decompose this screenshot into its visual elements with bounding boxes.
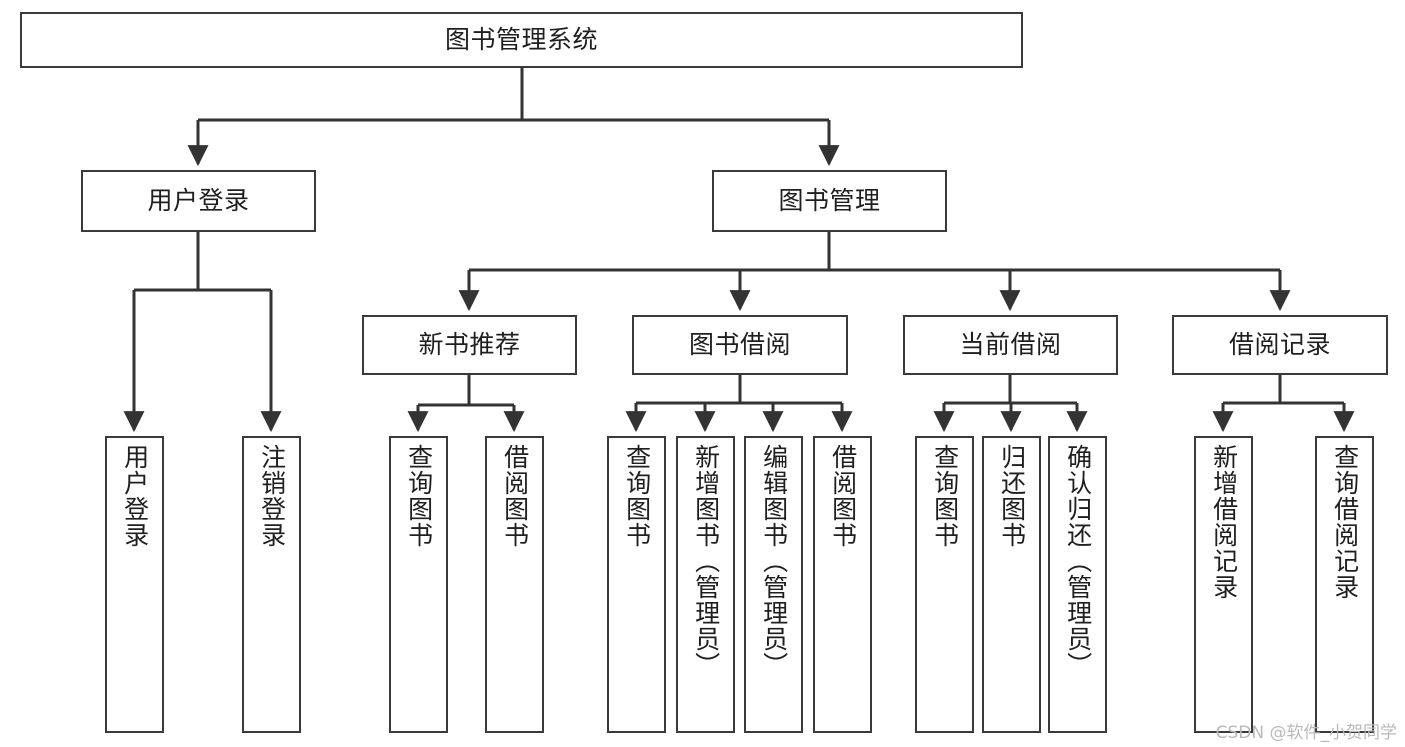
node-label: 用户登录	[120, 444, 150, 548]
leaf-book-borrow-borrow-book[interactable]: 借阅图书	[813, 436, 872, 733]
node-root-book-management-system[interactable]: 图书管理系统	[20, 12, 1023, 68]
node-current-borrow[interactable]: 当前借阅	[903, 315, 1118, 375]
node-label: 借阅图书	[500, 444, 530, 548]
leaf-new-book-borrow-book[interactable]: 借阅图书	[485, 436, 544, 733]
node-label: 用户登录	[147, 186, 250, 215]
leaf-user-login-login[interactable]: 用户登录	[105, 436, 164, 733]
node-new-book-recommend[interactable]: 新书推荐	[362, 315, 577, 375]
leaf-current-borrow-confirm-return-admin[interactable]: 确认归还（管理员）	[1048, 436, 1107, 733]
leaf-book-borrow-query-book[interactable]: 查询图书	[607, 436, 666, 733]
node-label: 编辑图书（管理员）	[759, 444, 789, 678]
node-borrow-record[interactable]: 借阅记录	[1172, 315, 1388, 375]
node-label: 归还图书	[997, 444, 1027, 548]
node-book-borrow[interactable]: 图书借阅	[632, 315, 848, 375]
node-label: 注销登录	[257, 444, 287, 548]
node-label: 查询图书	[622, 444, 652, 548]
leaf-user-login-logout[interactable]: 注销登录	[242, 436, 301, 733]
leaf-borrow-record-add-record[interactable]: 新增借阅记录	[1194, 436, 1253, 733]
leaf-new-book-query-book[interactable]: 查询图书	[389, 436, 448, 733]
node-label: 查询图书	[930, 444, 960, 548]
node-label: 图书管理	[778, 186, 881, 215]
node-label: 查询图书	[404, 444, 434, 548]
node-label: 确认归还（管理员）	[1063, 444, 1093, 678]
leaf-book-borrow-add-book-admin[interactable]: 新增图书（管理员）	[676, 436, 735, 733]
node-label: 新书推荐	[418, 330, 521, 359]
node-label: 借阅记录	[1228, 330, 1331, 359]
leaf-book-borrow-edit-book-admin[interactable]: 编辑图书（管理员）	[744, 436, 803, 733]
leaf-current-borrow-return-book[interactable]: 归还图书	[982, 436, 1041, 733]
leaf-current-borrow-query-book[interactable]: 查询图书	[915, 436, 974, 733]
node-label: 新增图书（管理员）	[691, 444, 721, 678]
node-label: 查询借阅记录	[1330, 444, 1360, 600]
leaf-borrow-record-query-record[interactable]: 查询借阅记录	[1315, 436, 1374, 733]
node-user-login[interactable]: 用户登录	[81, 170, 316, 232]
node-label: 新增借阅记录	[1209, 444, 1239, 600]
node-label: 当前借阅	[959, 330, 1062, 359]
node-book-management[interactable]: 图书管理	[712, 170, 947, 232]
node-label: 借阅图书	[828, 444, 858, 548]
node-label: 图书管理系统	[444, 25, 598, 54]
node-label: 图书借阅	[688, 330, 791, 359]
